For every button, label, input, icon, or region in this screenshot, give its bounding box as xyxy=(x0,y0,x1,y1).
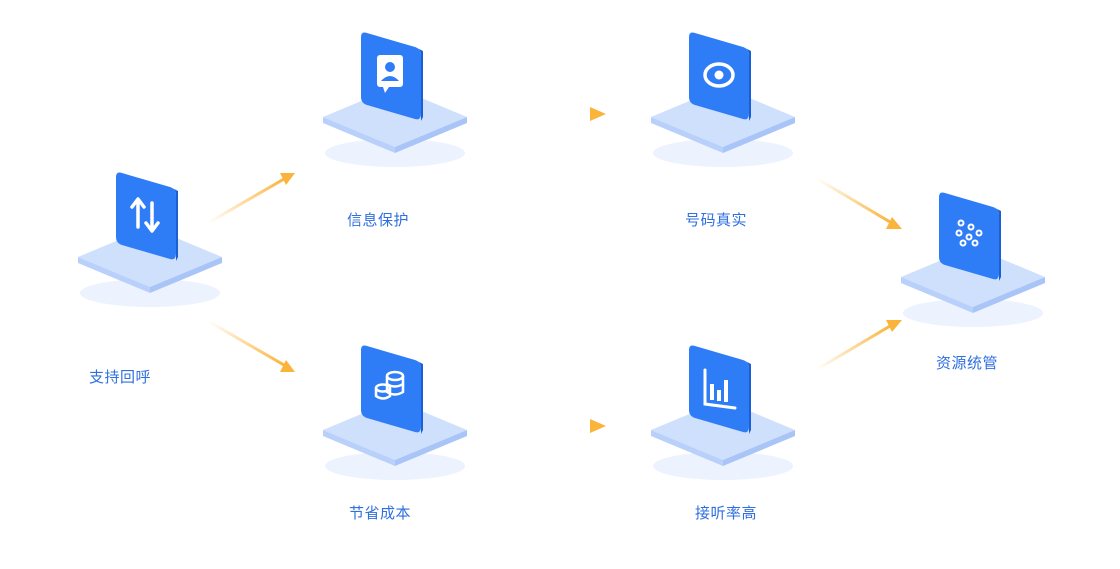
contact-card-icon xyxy=(371,49,411,99)
swap-arrows-icon xyxy=(124,187,168,241)
label-real-number: 号码真实 xyxy=(684,211,747,229)
node-callback xyxy=(70,165,230,315)
node-cost xyxy=(315,338,475,488)
arrow-privacy-to-real-number xyxy=(488,104,608,124)
label-cost: 节省成本 xyxy=(348,504,411,522)
label-answer-rate: 接听率高 xyxy=(694,504,757,522)
arrow-callback-to-privacy xyxy=(200,165,300,230)
dots-grid-icon xyxy=(949,211,989,257)
arrow-real-number-to-resource xyxy=(810,172,905,237)
node-privacy xyxy=(315,25,475,175)
node-resource xyxy=(893,185,1053,335)
label-resource: 资源统管 xyxy=(935,354,998,372)
arrow-callback-to-cost xyxy=(200,315,300,380)
node-answer-rate xyxy=(643,338,803,488)
label-callback: 支持回呼 xyxy=(88,368,151,386)
arrow-cost-to-answer-rate xyxy=(488,416,608,436)
eye-icon xyxy=(699,53,739,97)
coin-stack-icon xyxy=(371,364,411,410)
node-real-number xyxy=(643,25,803,175)
label-privacy: 信息保护 xyxy=(346,211,409,229)
arrow-answer-rate-to-resource xyxy=(810,312,905,377)
bar-chart-icon xyxy=(699,362,739,412)
